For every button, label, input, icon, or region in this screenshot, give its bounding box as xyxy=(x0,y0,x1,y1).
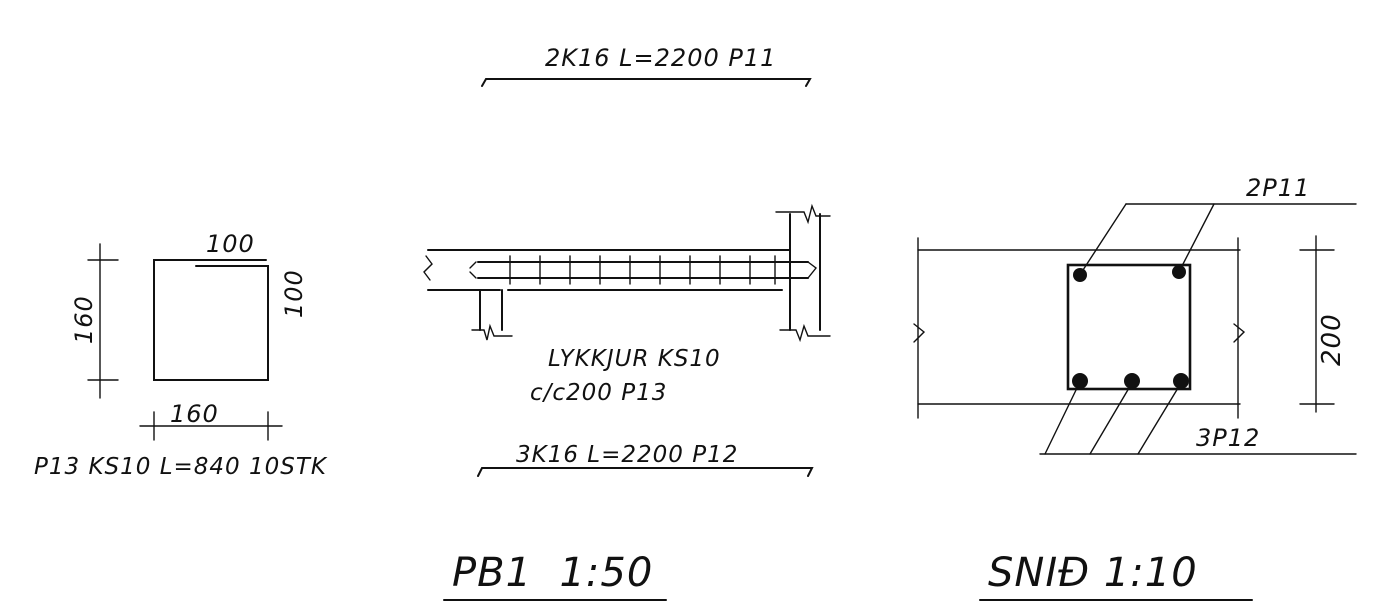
right-column-break-top xyxy=(775,203,831,225)
right-column-break-bottom xyxy=(779,323,831,343)
bottom-leader xyxy=(1044,387,1078,455)
stirrup-spec-label: P13 KS10 L=840 10STK xyxy=(34,454,328,480)
top-leader xyxy=(1082,203,1127,271)
stirrup-width-bottom-label: 160 xyxy=(170,400,219,428)
break-mark-section-right xyxy=(1233,323,1246,343)
rebar-end-left xyxy=(469,261,477,279)
beam-elevation: LYKKJUR KS10 c/c200 P13 xyxy=(423,203,831,406)
top-bar-callout: 2K16 L=2200 P11 xyxy=(481,44,812,87)
section-stirrup xyxy=(1066,263,1192,391)
title-section: SNIÐ 1:10 xyxy=(979,550,1253,601)
stirrup-outline xyxy=(153,259,269,381)
stirrups-note-line1: LYKKJUR KS10 xyxy=(548,346,721,372)
bottom-bar-dot xyxy=(1173,373,1189,389)
stirrup-width-top-label: 100 xyxy=(206,230,255,258)
title-beam-label: PB1 1:50 xyxy=(452,550,653,596)
top-bar-shape xyxy=(481,78,812,87)
section-height-label: 200 xyxy=(1317,313,1347,366)
top-leader xyxy=(1181,203,1215,267)
left-column-break xyxy=(471,323,513,341)
stirrups xyxy=(509,255,776,285)
bottom-bar-dot xyxy=(1124,373,1140,389)
top-bar-dot xyxy=(1073,268,1087,282)
bottom-bar-callout: 3K16 L=2200 P12 xyxy=(477,442,814,477)
beam-section: 2P11 3P12 200 xyxy=(913,174,1357,455)
top-bar-label: 2K16 L=2200 P11 xyxy=(545,44,776,72)
stirrups-note-line2: c/c200 P13 xyxy=(530,380,667,406)
section-bottom-bars-label: 3P12 xyxy=(1196,424,1260,452)
rebar-end-right xyxy=(807,261,817,279)
stirrup-height-label: 160 xyxy=(70,295,98,344)
bottom-bar-label: 3K16 L=2200 P12 xyxy=(516,442,738,468)
bottom-bar-shape xyxy=(477,467,814,477)
stirrup-side-label: 100 xyxy=(280,269,308,318)
break-mark-left xyxy=(423,255,433,281)
title-beam: PB1 1:50 xyxy=(443,550,667,601)
section-top-bars-label: 2P11 xyxy=(1246,174,1310,202)
title-section-label: SNIÐ 1:10 xyxy=(988,550,1198,596)
top-bar-dot xyxy=(1172,265,1186,279)
break-mark-section-left xyxy=(913,323,926,343)
bottom-leader xyxy=(1089,387,1130,455)
bottom-bar-dot xyxy=(1072,373,1088,389)
stirrup-shape: 160 100 100 160 xyxy=(70,230,308,441)
bottom-leader xyxy=(1137,387,1179,455)
